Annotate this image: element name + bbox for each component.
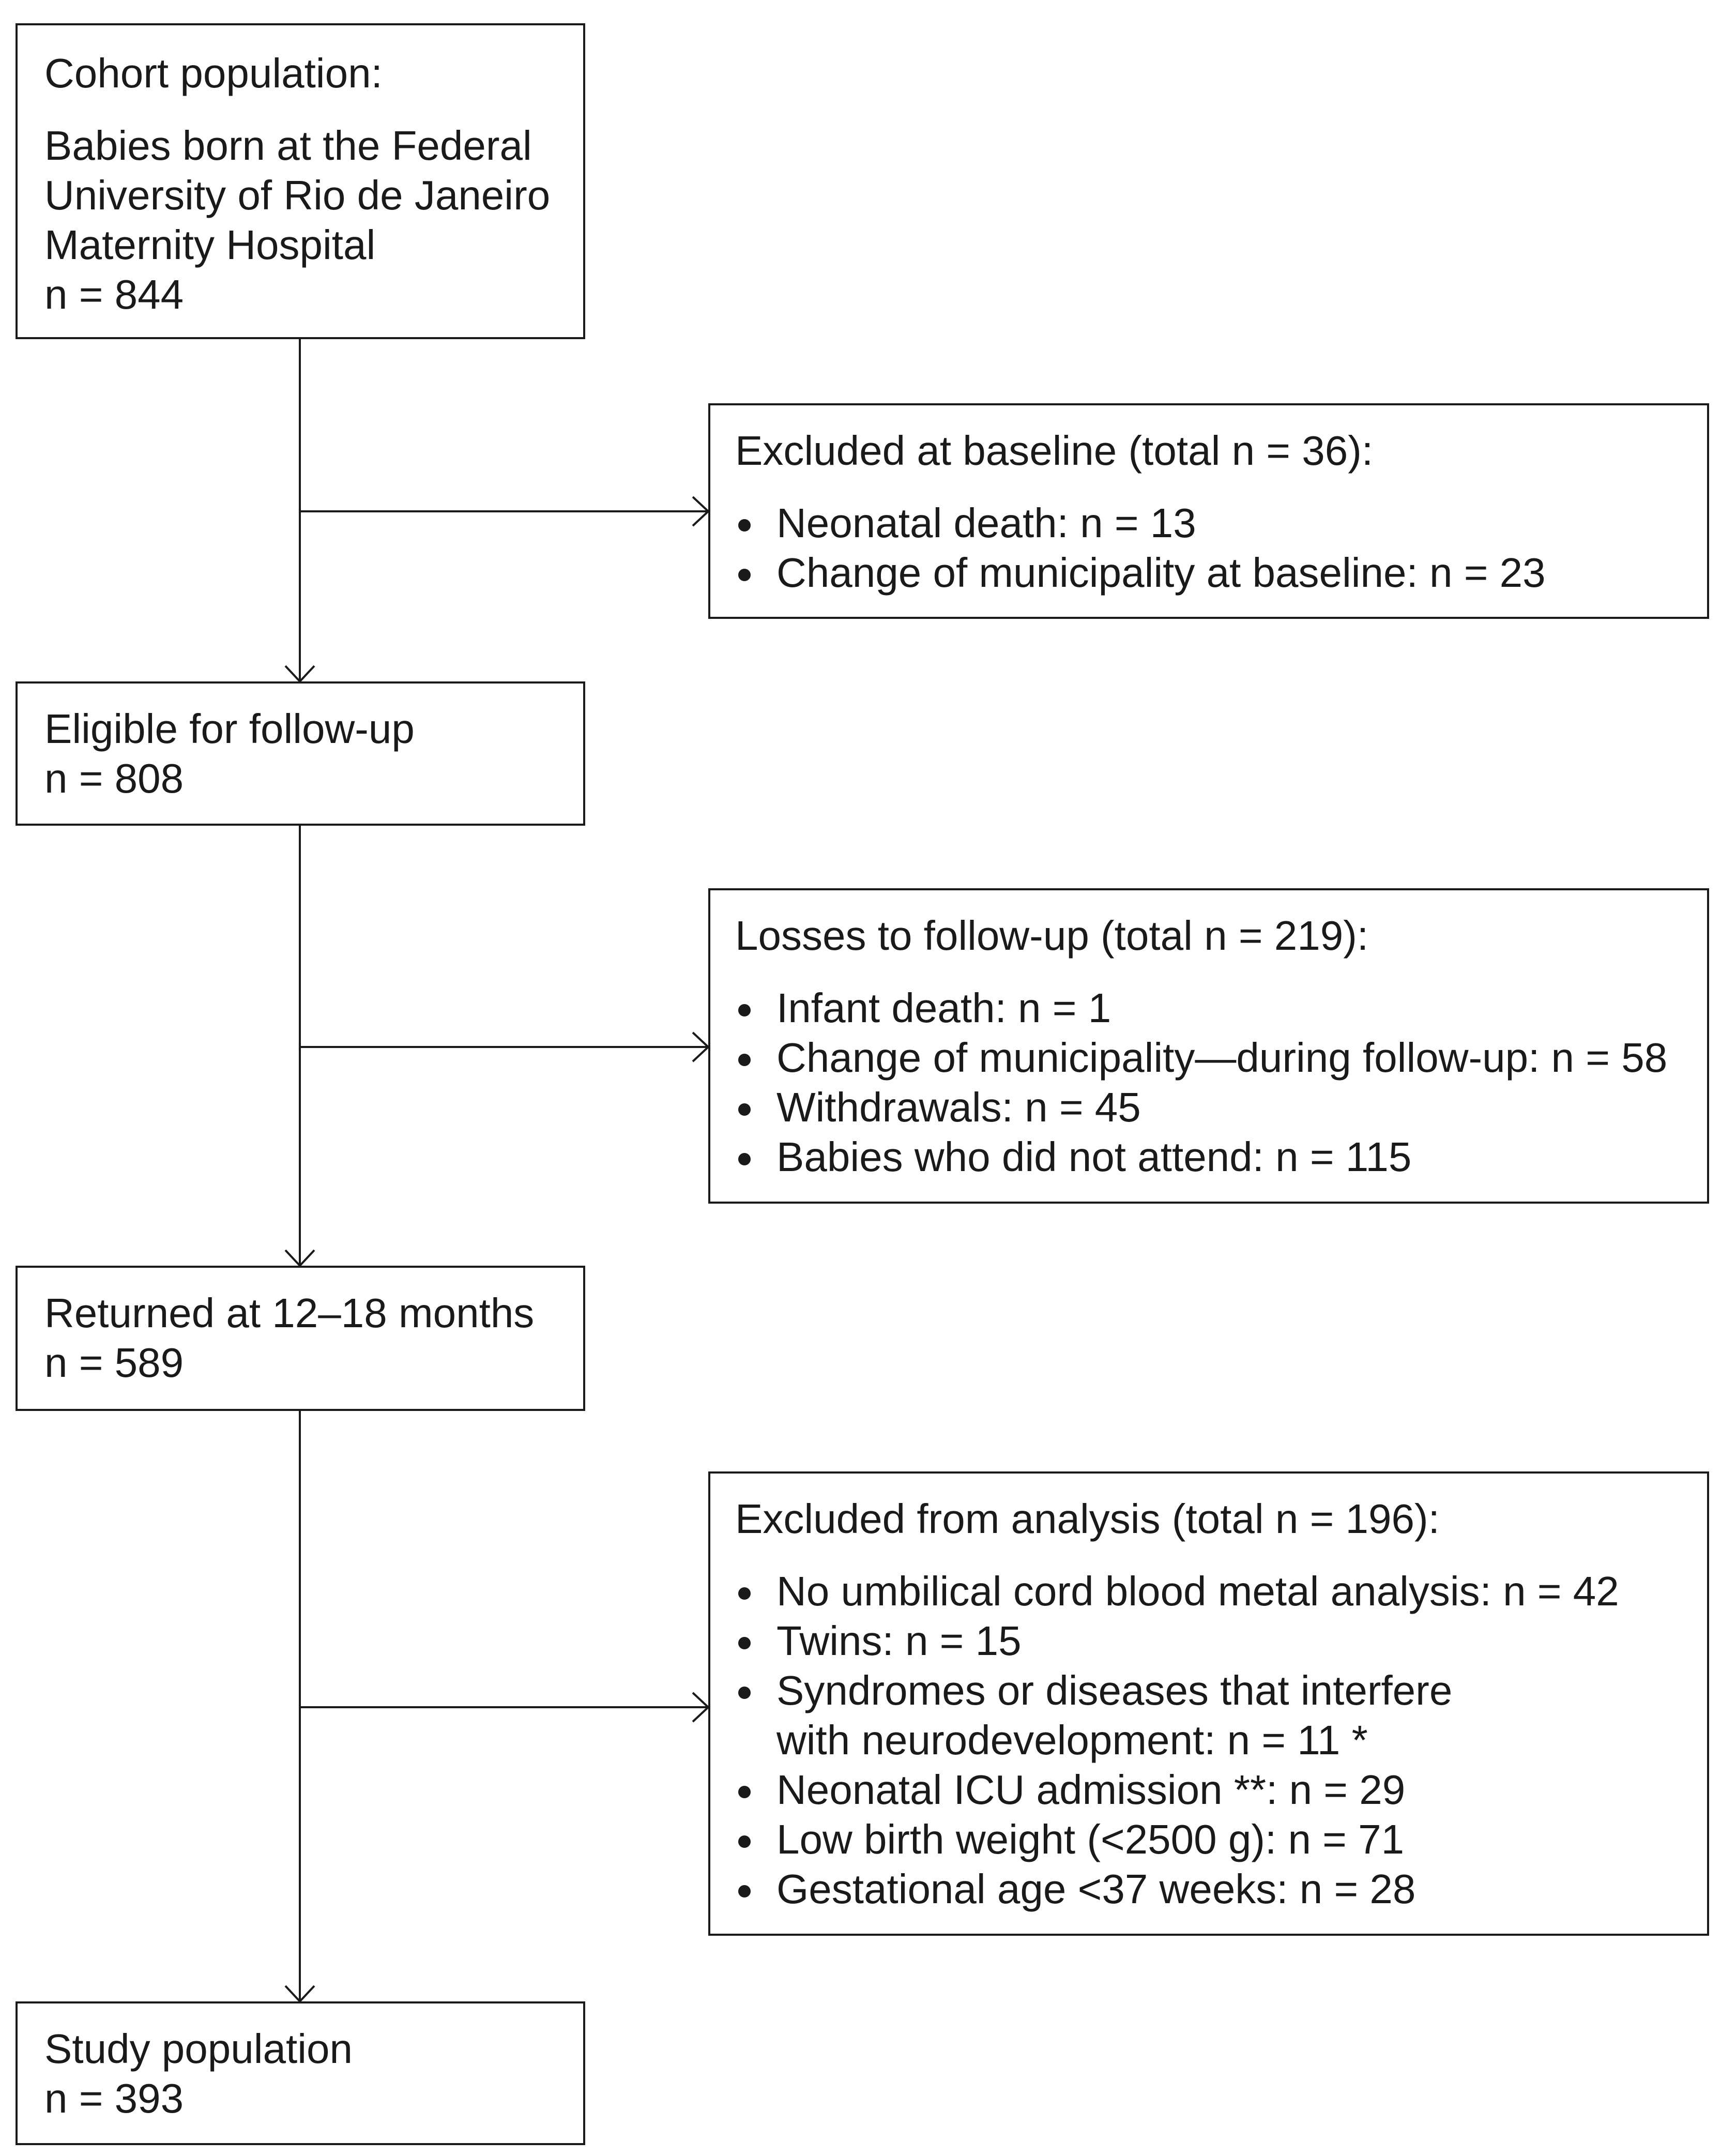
losses-list: Infant death: n = 1 Change of municipali… (735, 983, 1682, 1182)
list-item: Neonatal ICU admission **: n = 29 (735, 1765, 1682, 1815)
list-item-line: Syndromes or diseases that interfere (776, 1667, 1453, 1713)
eligible-title: Eligible for follow-up (44, 706, 415, 752)
eligible-count: n = 808 (44, 755, 184, 801)
returned-title: Returned at 12–18 months (44, 1290, 535, 1336)
excluded-analysis-box: Excluded from analysis (total n = 196): … (708, 1471, 1709, 1936)
list-item: Change of municipality at baseline: n = … (735, 548, 1682, 598)
losses-title: Losses to follow-up (total n = 219): (735, 913, 1369, 959)
excluded-baseline-box: Excluded at baseline (total n = 36): Neo… (708, 403, 1709, 619)
excluded-baseline-title: Excluded at baseline (total n = 36): (735, 428, 1374, 474)
list-item-line: with neurodevelopment: n = 11 * (776, 1717, 1368, 1763)
cohort-population-box: Cohort population: Babies born at the Fe… (16, 23, 585, 339)
excluded-analysis-title: Excluded from analysis (total n = 196): (735, 1496, 1440, 1542)
list-item: Change of municipality—during follow-up:… (735, 1033, 1682, 1083)
cohort-description-line: University of Rio de Janeiro (44, 172, 551, 218)
study-title: Study population (44, 2026, 353, 2072)
eligible-followup-box: Eligible for follow-up n = 808 (16, 681, 585, 826)
losses-followup-box: Losses to follow-up (total n = 219): Inf… (708, 888, 1709, 1204)
cohort-description-line: Maternity Hospital (44, 222, 376, 268)
cohort-title: Cohort population: (44, 50, 383, 96)
list-item: No umbilical cord blood metal analysis: … (735, 1567, 1682, 1616)
list-item: Syndromes or diseases that interfere wit… (735, 1666, 1682, 1765)
returned-count: n = 589 (44, 1340, 184, 1386)
list-item: Twins: n = 15 (735, 1616, 1682, 1666)
study-population-box: Study population n = 393 (16, 2001, 585, 2145)
list-item: Babies who did not attend: n = 115 (735, 1132, 1682, 1182)
list-item: Low birth weight (<2500 g): n = 71 (735, 1815, 1682, 1864)
list-item: Infant death: n = 1 (735, 983, 1682, 1033)
list-item: Withdrawals: n = 45 (735, 1083, 1682, 1132)
list-item: Gestational age <37 weeks: n = 28 (735, 1864, 1682, 1914)
cohort-count: n = 844 (44, 271, 184, 317)
returned-box: Returned at 12–18 months n = 589 (16, 1266, 585, 1411)
cohort-description-line: Babies born at the Federal (44, 123, 532, 169)
study-count: n = 393 (44, 2075, 184, 2121)
list-item: Neonatal death: n = 13 (735, 498, 1682, 548)
excluded-analysis-list: No umbilical cord blood metal analysis: … (735, 1567, 1682, 1914)
excluded-baseline-list: Neonatal death: n = 13 Change of municip… (735, 498, 1682, 598)
